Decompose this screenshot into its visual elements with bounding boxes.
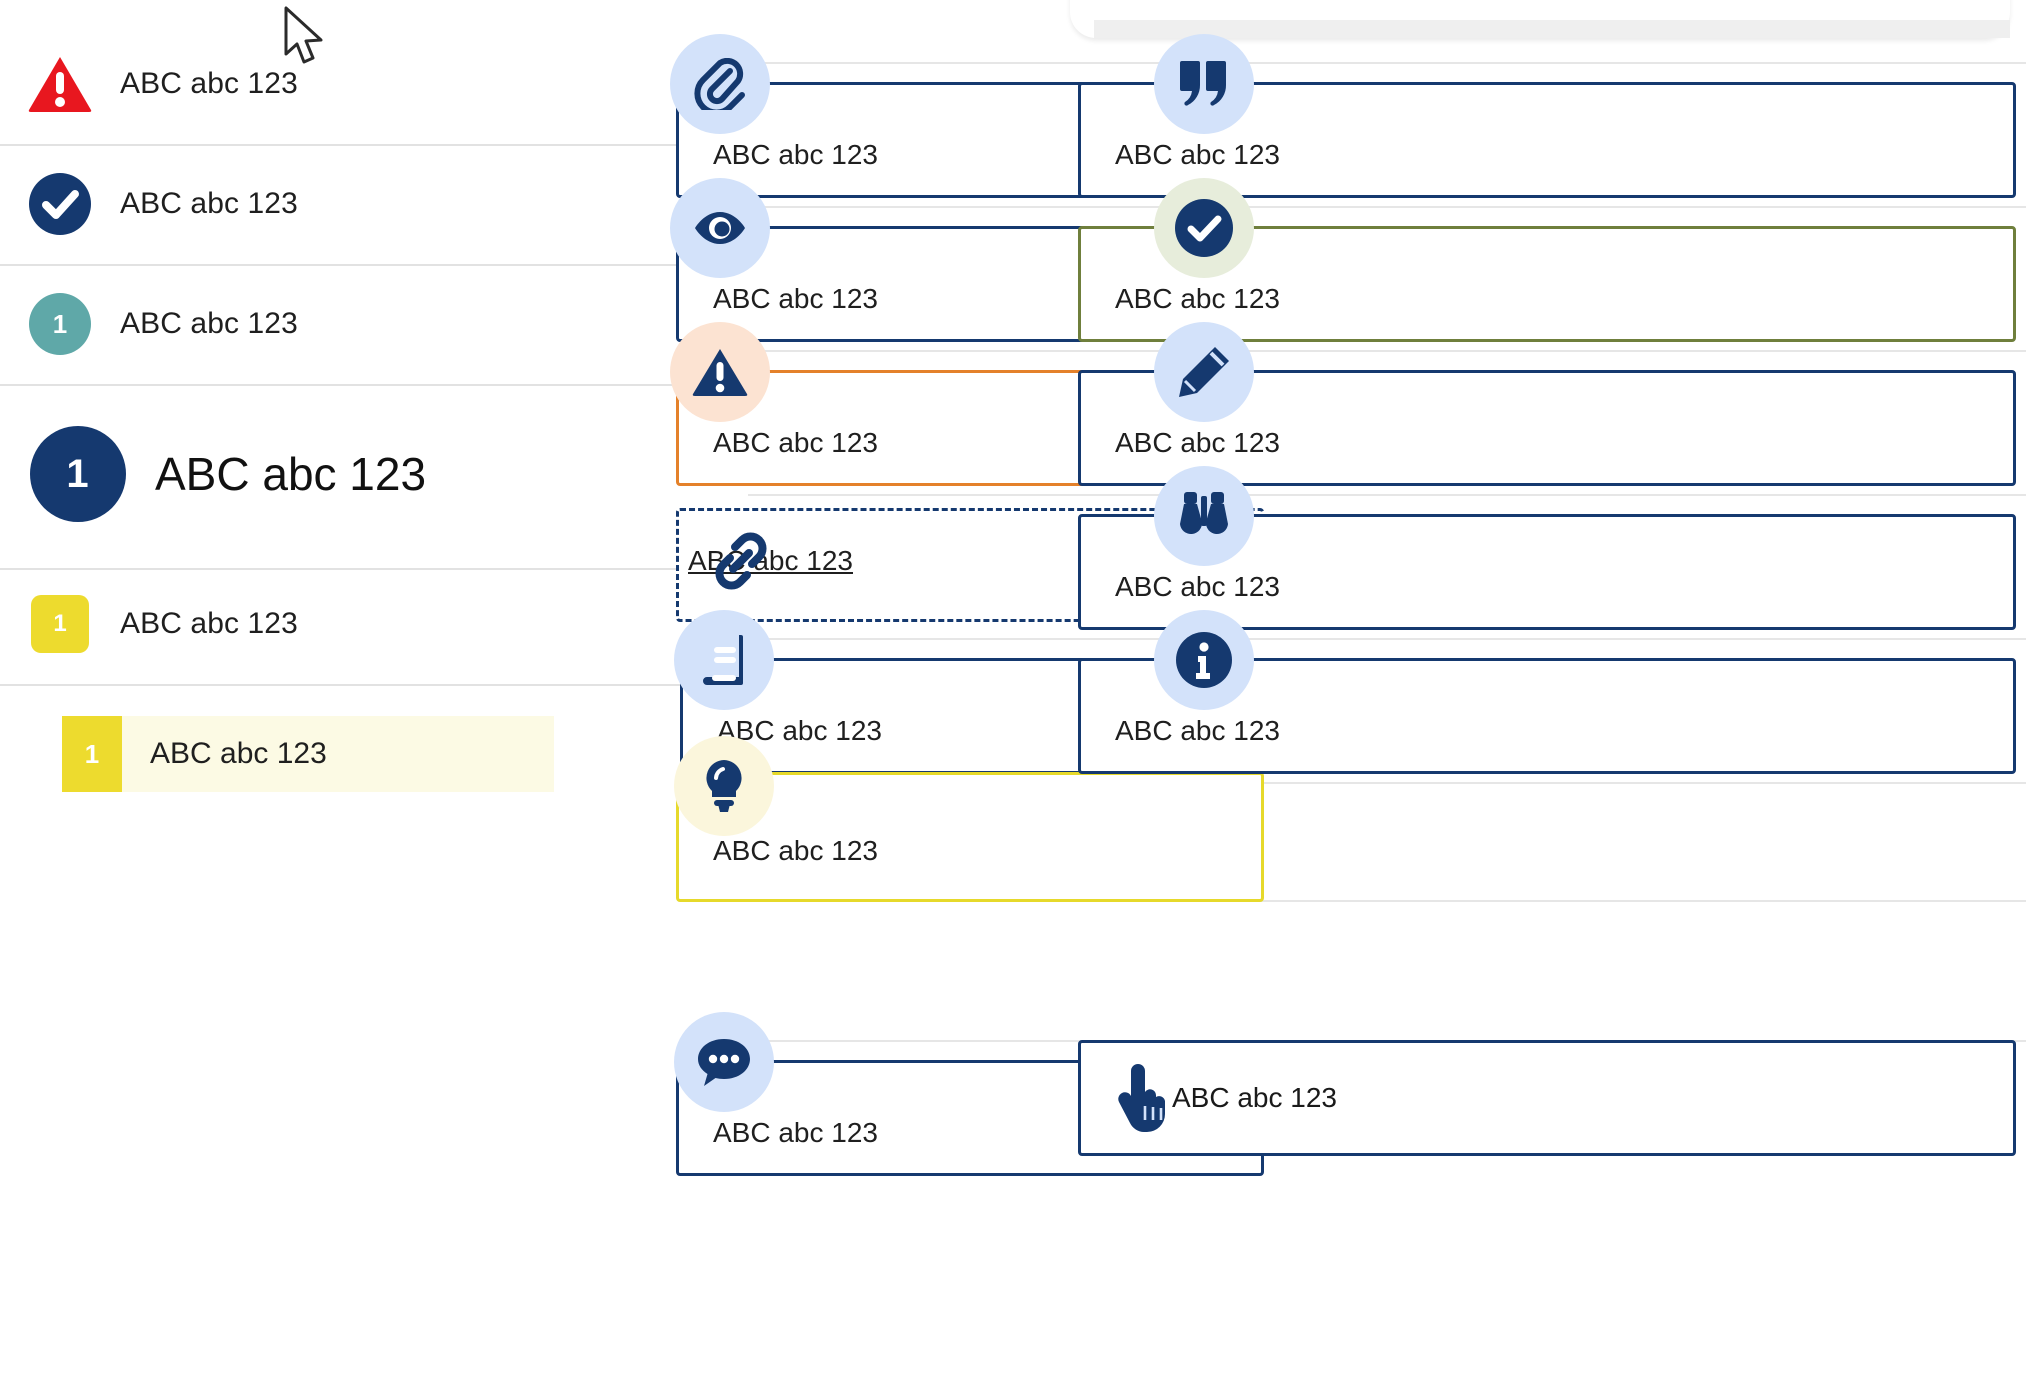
list-divider [0,264,758,266]
lightbulb-icon [674,736,774,836]
quote-icon [1154,34,1254,134]
info-circle-icon [1154,610,1254,710]
card-label: ABC abc 123 [1172,1082,1337,1113]
card-label: ABC abc 123 [713,139,878,170]
grid-divider [748,900,2026,902]
grid-divider [748,350,2026,352]
background-band [1094,20,2010,38]
binoculars-icon [1154,466,1254,566]
number-badge-icon: 1 [0,595,120,653]
list-divider [0,144,758,146]
list-item-label: ABC abc 123 [120,607,298,640]
grid-divider [748,638,2026,640]
list-item-label: ABC abc 123 [120,187,298,220]
list-item-label: ABC abc 123 [150,737,327,770]
link-icon [708,528,774,599]
number-badge-icon: 1 [0,293,120,355]
list-item[interactable]: 1 ABC abc 123 [0,288,758,360]
cards-panel: ABC abc 123 ABC abc 123 ABC abc 123 [670,0,2026,1392]
list-item[interactable]: ABC abc 123 [0,48,758,120]
list-item-label: ABC abc 123 [120,307,298,340]
list-divider [0,568,758,570]
book-icon [674,610,774,710]
pointing-hand-icon [1114,1062,1174,1139]
warning-triangle-icon [670,322,770,422]
card-label: ABC abc 123 [1115,571,1280,602]
chat-bubble-icon [674,1012,774,1112]
number-badge-icon: 1 [0,426,155,522]
list-item-selected[interactable]: 1 ABC abc 123 [62,716,554,792]
card-label: ABC abc 123 [713,283,878,314]
list-item-highlight-body: ABC abc 123 [122,716,554,792]
card-label: ABC abc 123 [713,835,878,866]
grid-divider [748,494,2026,496]
grid-divider [748,206,2026,208]
badge-number: 1 [62,716,122,792]
card-label: ABC abc 123 [713,427,878,458]
eye-icon [670,178,770,278]
check-circle-icon [1154,178,1254,278]
card-link-text[interactable]: ABC abc 123 [688,545,853,576]
card-action[interactable] [1078,1040,2016,1156]
pencil-icon [1154,322,1254,422]
card-label: ABC abc 123 [1115,139,1280,170]
list-item[interactable]: 1 ABC abc 123 [0,588,758,660]
card-tip[interactable]: ABC abc 123 [676,772,1264,902]
list-item-label: ABC abc 123 [155,448,427,500]
check-circle-icon [0,173,120,235]
card-label: ABC abc 123 [1115,283,1280,314]
list-divider [0,684,758,686]
grid-divider [748,782,2026,784]
list-item[interactable]: 1 ABC abc 123 [0,408,758,540]
badge-number: 1 [31,595,89,653]
grid-divider [748,62,2026,64]
card-label: ABC abc 123 [713,1117,878,1148]
paperclip-icon [670,34,770,134]
list-item[interactable]: ABC abc 123 [0,168,758,240]
left-list-panel: ABC abc 123 ABC abc 123 1 ABC abc 123 [0,0,758,1392]
list-item-label: ABC abc 123 [120,67,298,100]
card-label: ABC abc 123 [1115,427,1280,458]
badge-number: 1 [29,293,91,355]
list-divider [0,384,758,386]
card-label: ABC abc 123 [1115,715,1280,746]
warning-triangle-icon [0,55,120,113]
badge-number: 1 [29,426,126,522]
